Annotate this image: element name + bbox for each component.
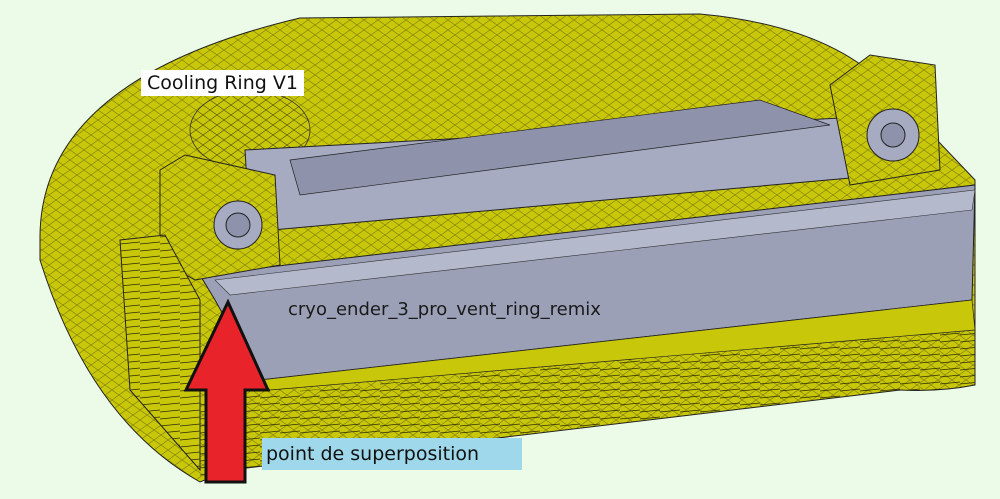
- vent-ring-remix-body: [199, 99, 976, 391]
- remix-label: cryo_ender_3_pro_vent_ring_remix: [288, 299, 601, 320]
- cooling-ring-label: Cooling Ring V1: [141, 70, 304, 96]
- red-up-arrow-icon: [183, 298, 271, 484]
- right-screw-mount: [829, 54, 941, 186]
- overlap-point-callout: point de superposition: [262, 438, 522, 470]
- left-screw-mount: [119, 154, 281, 472]
